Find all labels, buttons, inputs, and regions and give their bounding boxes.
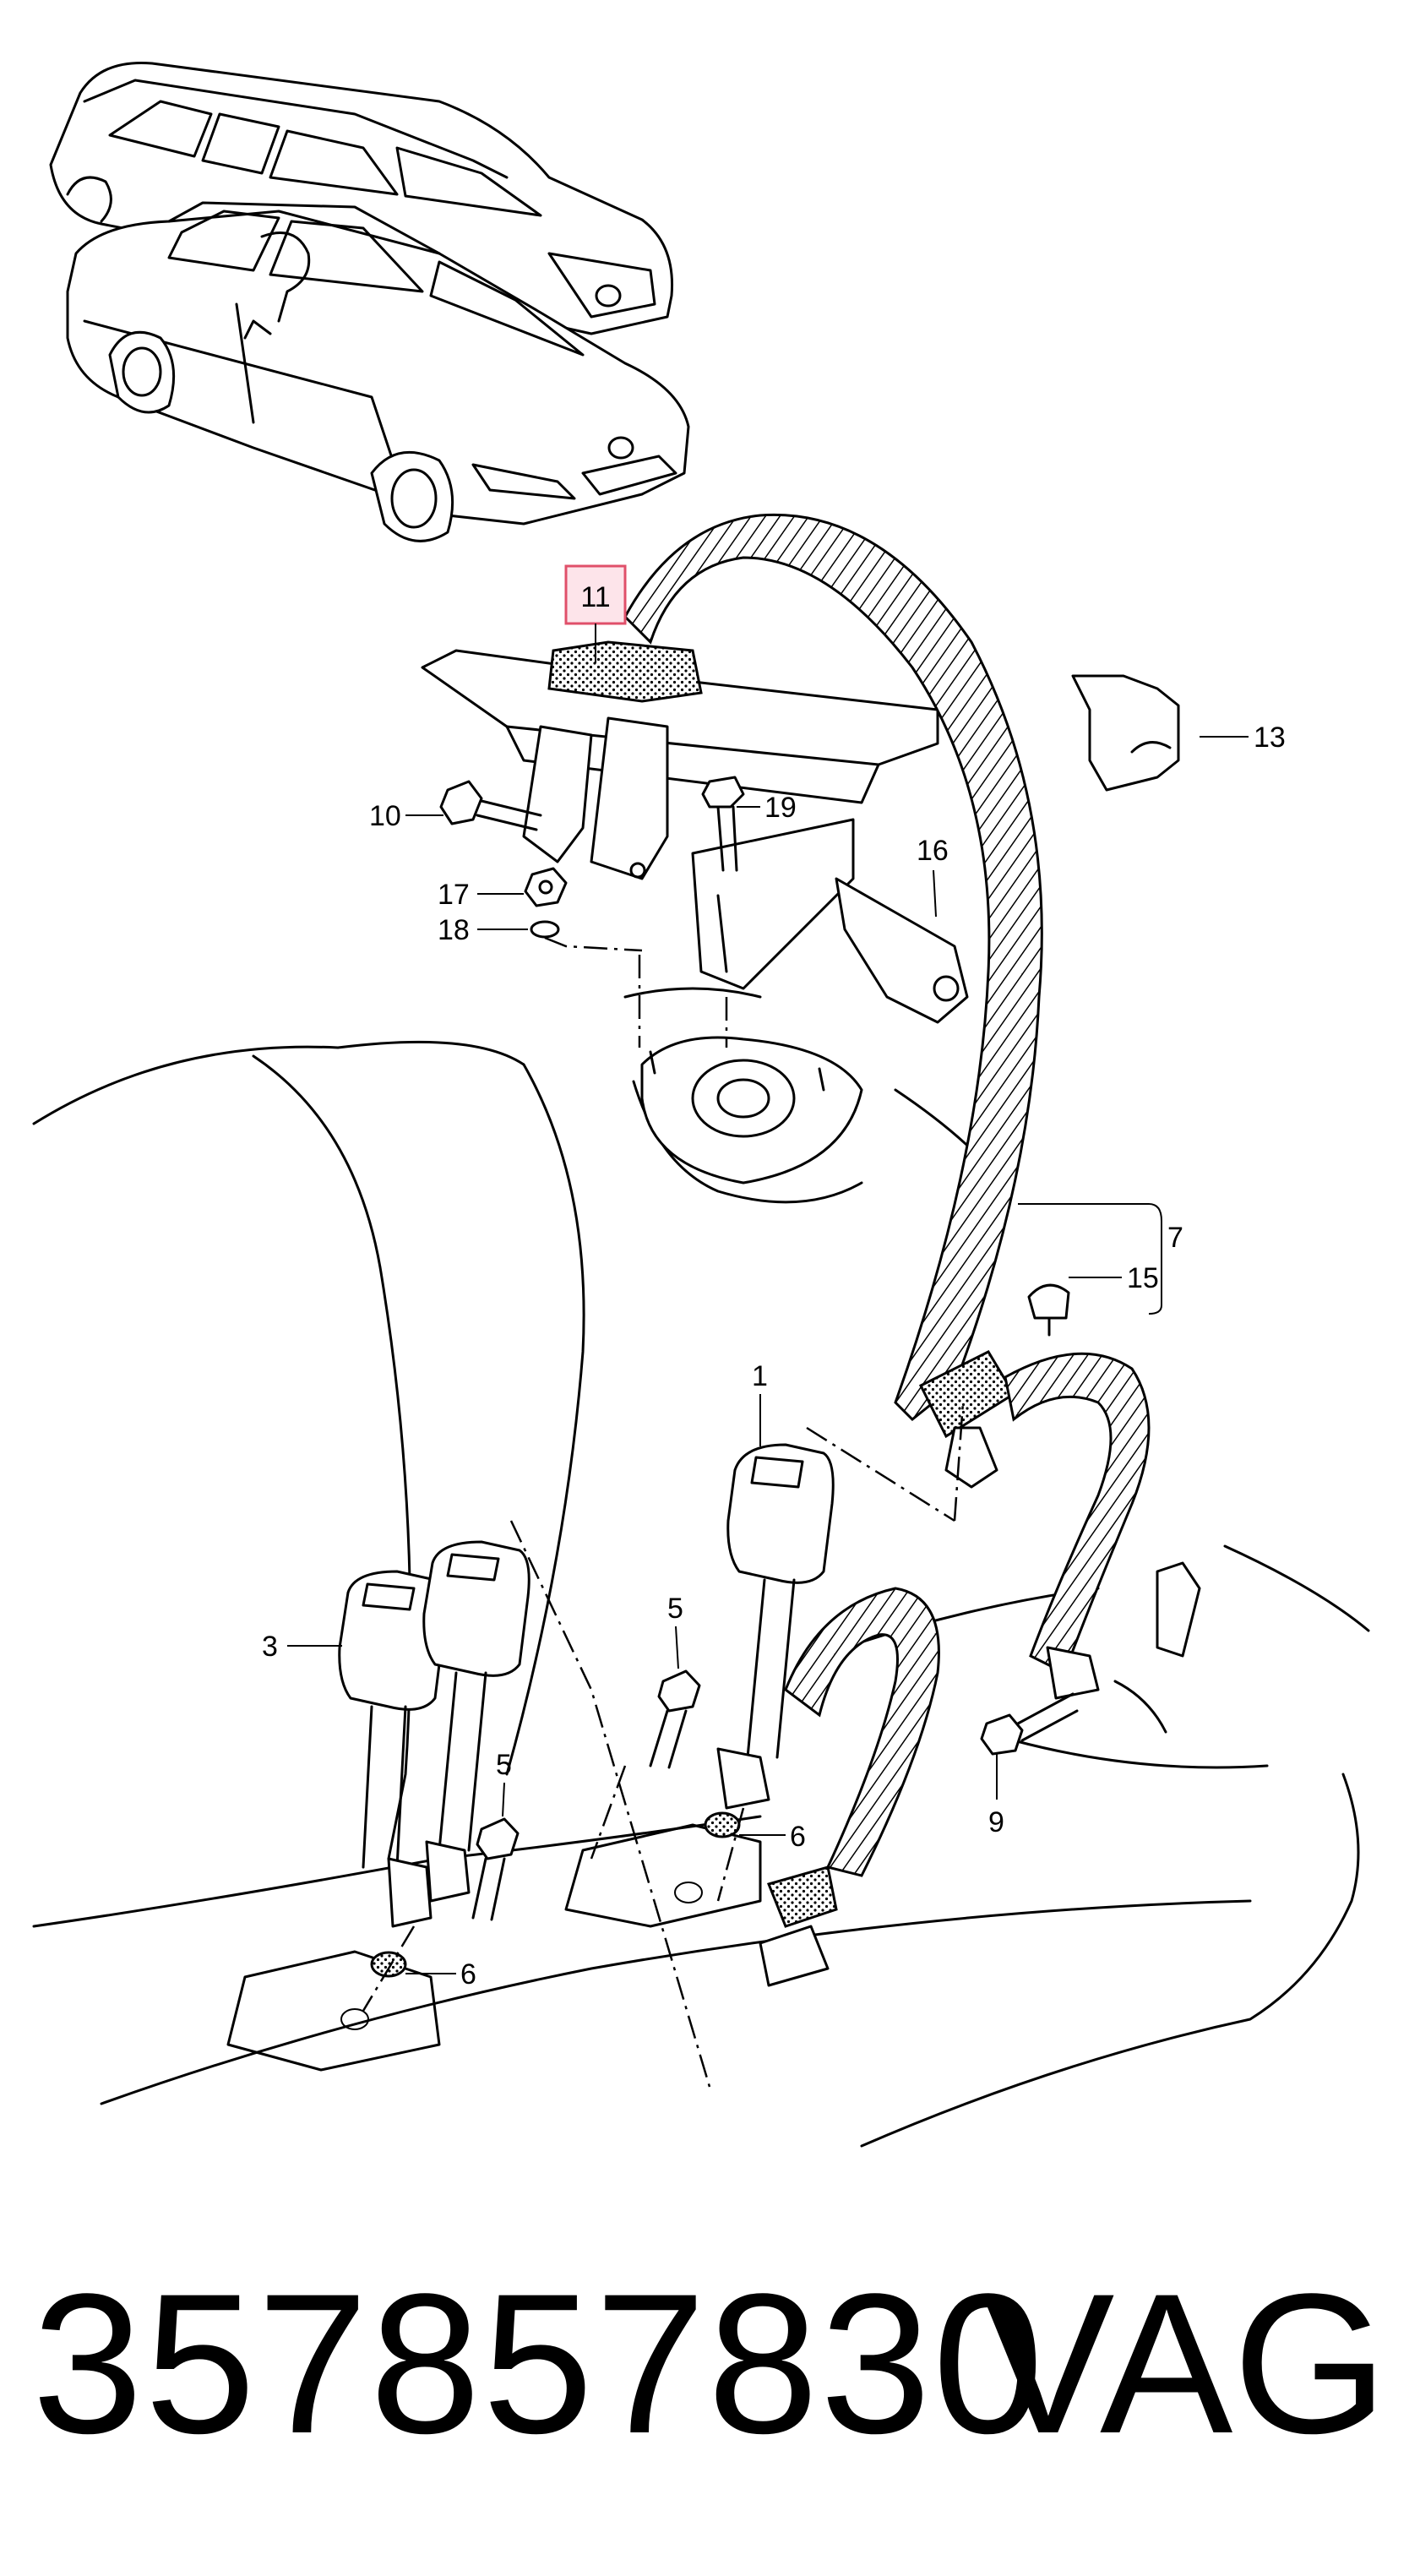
part-number: 357857830	[32, 2252, 1046, 2475]
callout-7: 7	[1167, 1222, 1183, 1254]
washer-18	[530, 920, 560, 939]
buckle-assemblies	[338, 1443, 835, 1928]
estate-car-outline	[49, 61, 674, 335]
bolt-19	[701, 776, 745, 872]
callout-17: 17	[438, 879, 470, 911]
bolt-9	[980, 1692, 1079, 1756]
callout-18: 18	[438, 914, 470, 946]
nut-17	[524, 867, 568, 907]
callout-11-highlight-box	[564, 564, 627, 625]
upper-mount-bracket	[421, 649, 1180, 1185]
callout-11: 11	[580, 581, 610, 613]
footer: 357857830 VAG	[0, 2264, 1420, 2484]
bolt-5-center	[649, 1669, 701, 1769]
clip-15	[1027, 1283, 1070, 1337]
shoulder-belt-webbing	[547, 513, 1201, 1987]
callout-6-center: 6	[790, 1821, 806, 1853]
brand-name: VAG	[982, 2252, 1388, 2475]
rear-seat-outline	[32, 987, 1370, 2148]
callout-13: 13	[1254, 722, 1286, 754]
callout-16: 16	[917, 835, 949, 867]
callout-6-left: 6	[460, 1958, 476, 1991]
callout-19: 19	[764, 792, 797, 824]
washer-6-center	[704, 1811, 741, 1838]
callout-3: 3	[262, 1631, 278, 1663]
callout-10: 10	[369, 800, 401, 832]
exploded-parts-diagram: 11 13 10 19 16 17 18 7 15 1 3 5 5 6 6 9	[32, 61, 1370, 2148]
callout-5-center: 5	[667, 1593, 683, 1625]
bolt-5-left	[471, 1817, 520, 1921]
bolt-10	[439, 780, 542, 831]
belt-guide-pad	[547, 640, 703, 703]
callout-9: 9	[988, 1806, 1004, 1838]
callout-1: 1	[752, 1360, 768, 1392]
sedan-car-outline	[66, 201, 690, 542]
assembly-lines	[362, 936, 965, 2088]
callout-15: 15	[1127, 1262, 1159, 1294]
vehicle-illustration	[49, 61, 690, 542]
callout-5-left: 5	[496, 1749, 512, 1781]
washer-6-left	[370, 1951, 407, 1978]
callout-labels: 11 13 10 19 16 17 18 7 15 1 3 5 5 6 6 9	[262, 564, 1286, 1991]
